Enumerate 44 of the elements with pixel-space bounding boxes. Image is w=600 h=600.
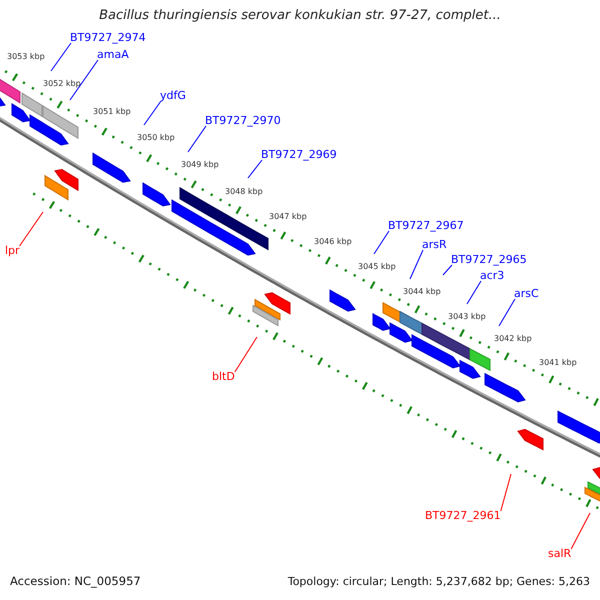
leader-line (144, 100, 162, 126)
gene-label: BT9727_2965 (451, 254, 527, 265)
leader-line (50, 42, 72, 72)
leader-line (466, 280, 482, 304)
tick-label: 3048 kbp (225, 188, 263, 196)
tick-label: 3053 kbp (7, 53, 45, 61)
gene-label: BT9727_2969 (261, 149, 337, 160)
gene-label: BT9727_2970 (205, 115, 281, 126)
gene-label: bltD (212, 371, 235, 382)
tick-label: 3041 kbp (539, 359, 577, 367)
tick-label: 3051 kbp (93, 108, 131, 116)
tick-label: 3046 kbp (314, 238, 352, 246)
leader-line (570, 512, 590, 550)
title: Bacillus thuringiensis serovar konkukian str. 97-27, complet... (98, 9, 502, 22)
leader-line (234, 336, 258, 372)
tick-label: 3045 kbp (358, 263, 396, 271)
gene-label: BT9727_2974 (70, 32, 146, 43)
tick-label: 3050 kbp (137, 134, 175, 142)
gene-label: salR (548, 548, 572, 559)
tick-label: 3049 kbp (181, 161, 219, 169)
leader-line (374, 230, 390, 254)
leader-line (442, 264, 452, 276)
gene-label: acr3 (480, 270, 504, 281)
leader-line (410, 250, 424, 280)
tick-label: 3043 kbp (448, 313, 486, 321)
gene-label: BT9727_2967 (388, 220, 464, 231)
gene-label: arsR (422, 239, 447, 250)
gene-label: amaA (97, 49, 129, 60)
leader-line (19, 212, 44, 246)
tick-label: 3042 kbp (494, 335, 532, 343)
leader-line (500, 474, 512, 512)
tick-label: 3047 kbp (269, 213, 307, 221)
gene-label: ydfG (160, 90, 186, 101)
leader-line (188, 126, 206, 152)
gene-label: arsC (514, 288, 539, 299)
leader-line (248, 160, 262, 178)
leader-line (70, 60, 98, 100)
tick-label: 3052 kbp (43, 80, 81, 88)
tick-label: 3044 kbp (403, 288, 441, 296)
gene-label: BT9727_2961 (425, 510, 501, 521)
leader-line (498, 298, 516, 326)
gene-label: lpr (5, 245, 20, 256)
info-text: Accession: NC_005957 (10, 576, 141, 588)
info-text: Topology: circular; Length: 5,237,682 bp; Genes: 5,263 (288, 576, 590, 587)
